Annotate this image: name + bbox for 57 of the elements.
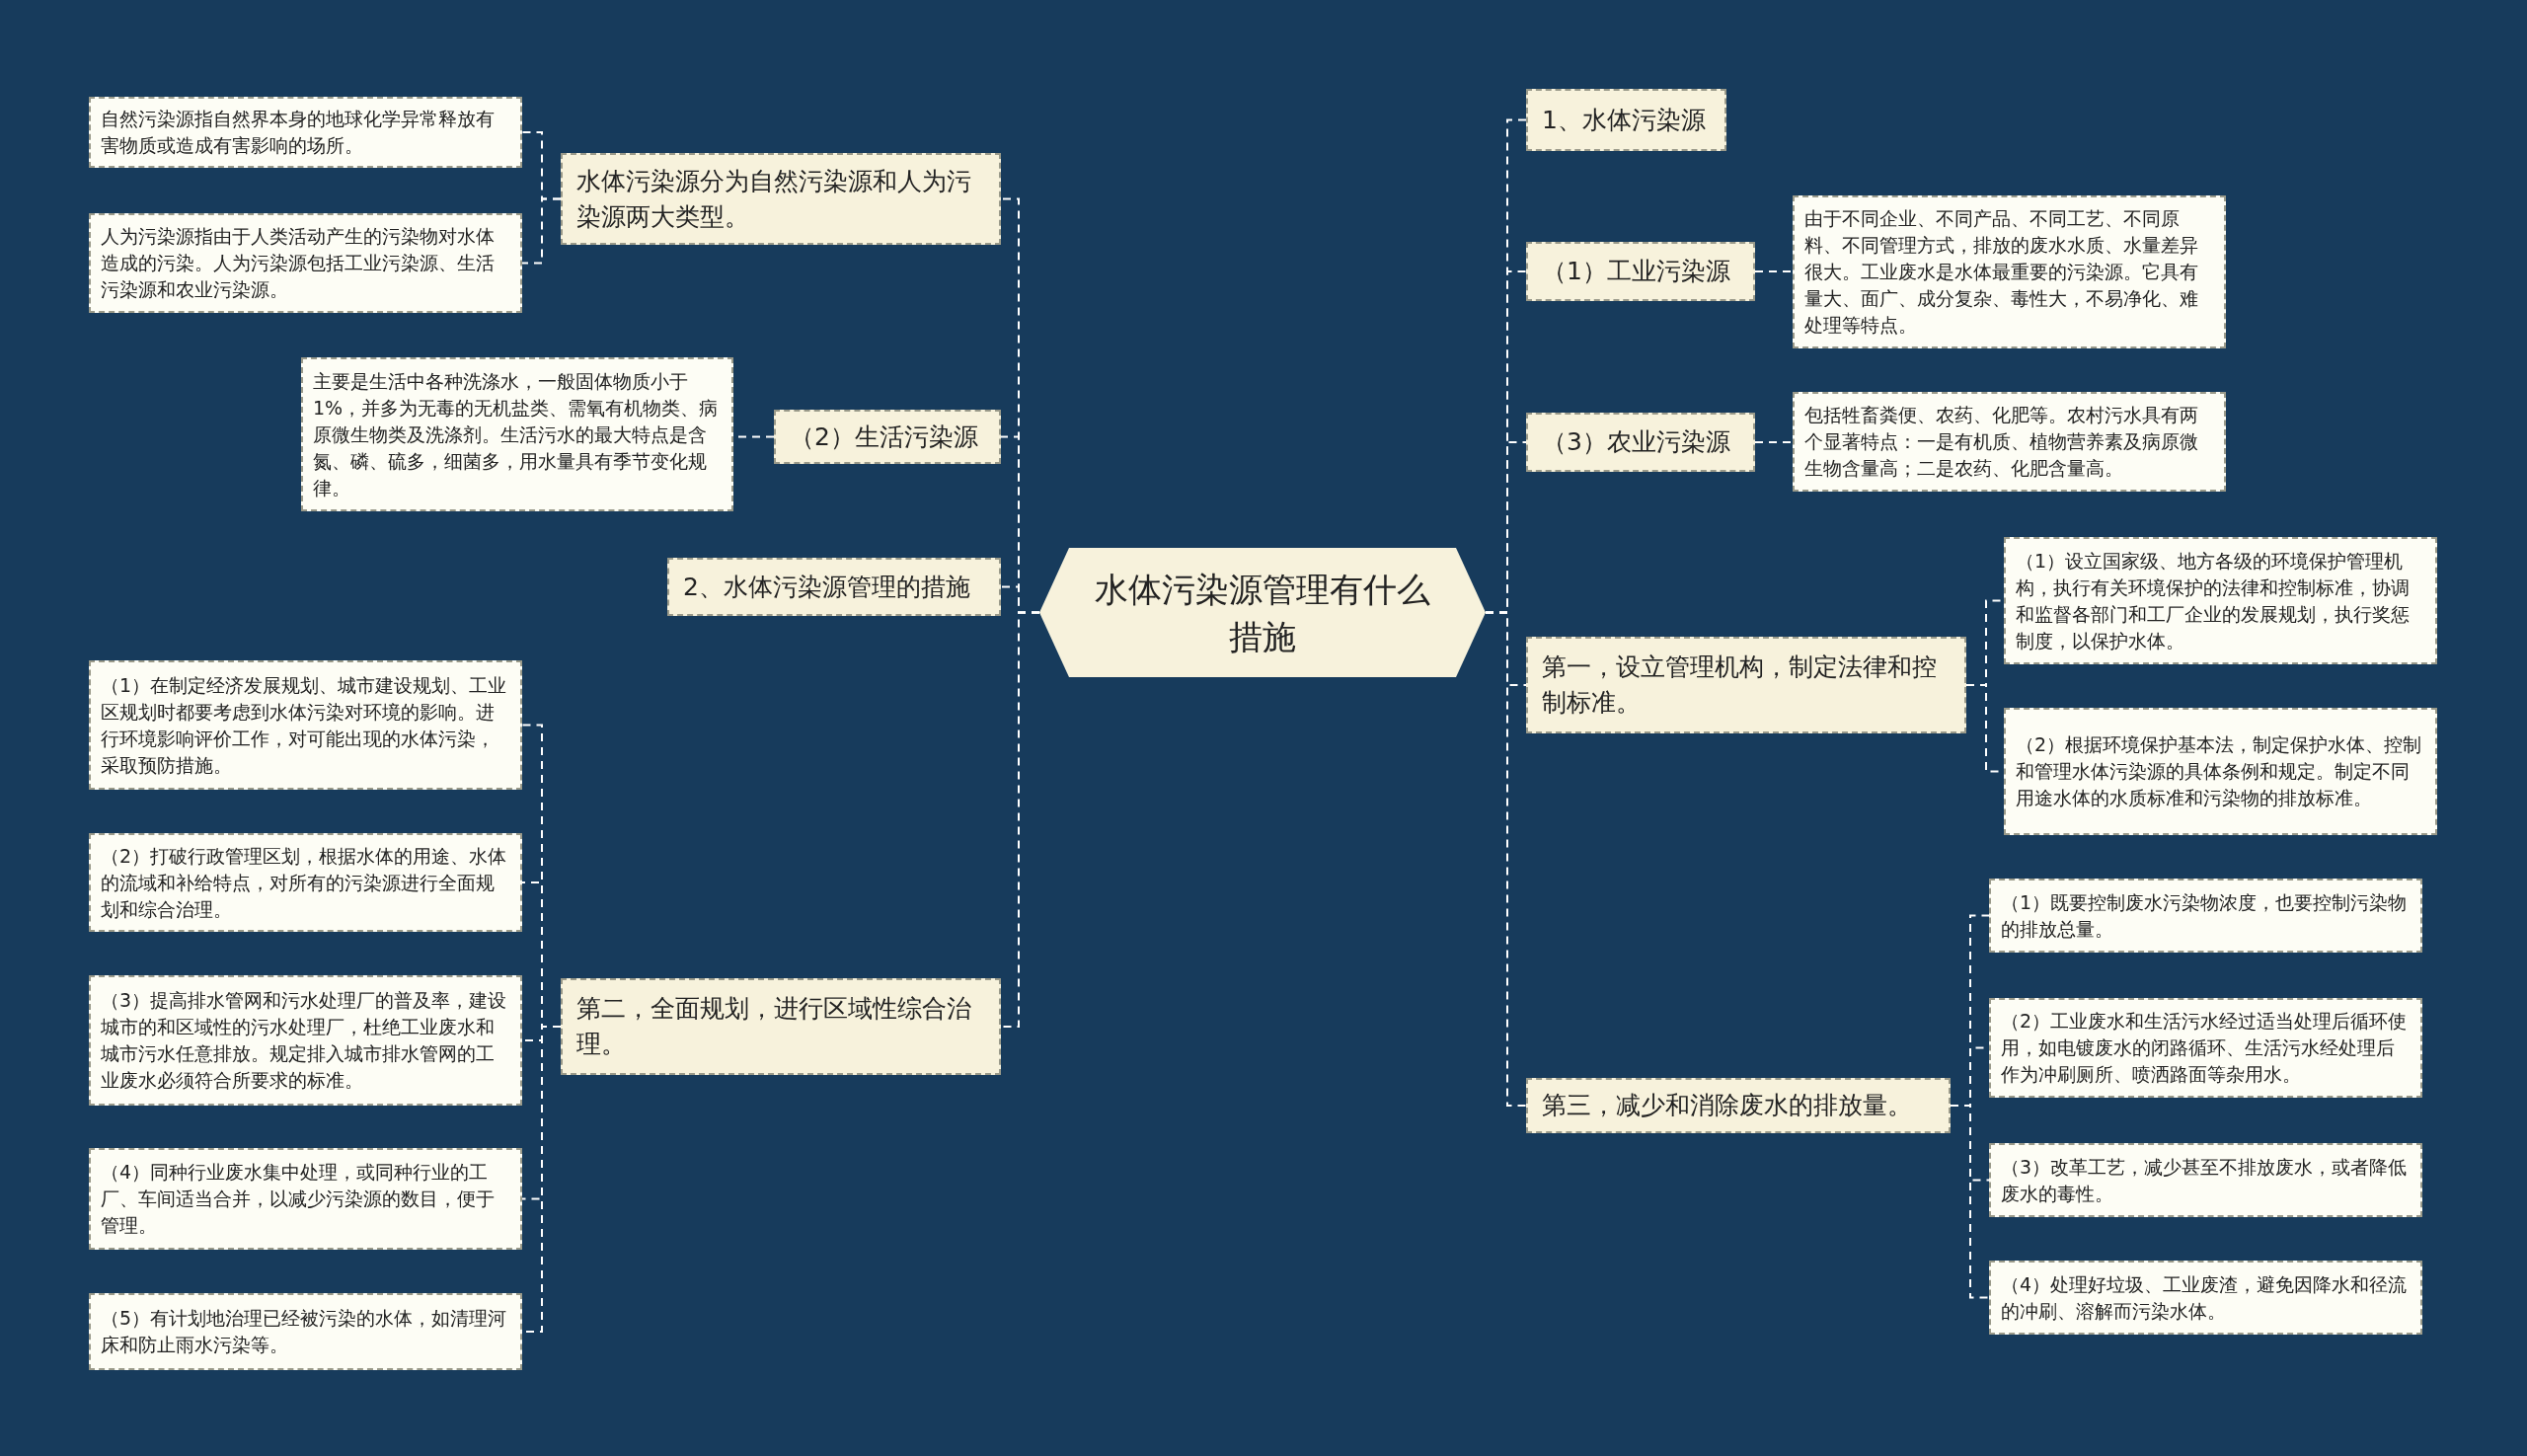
topic-box [561,153,1001,245]
detail-box [1989,1143,2422,1217]
detail-box [89,660,522,790]
detail-box [1989,879,2422,953]
topic-box [1526,637,1966,733]
topic-text: 主要是生活中各种洗涤水，一般固体物质小于1%，并多为无毒的无机盐类、需氧有机物类、病原微生物类及洗涤剂。生活污水的最大特点是含氮、磷、硫多，细菌多，用水量具有季节变化规律。 [313,368,720,500]
topic-text: 第二，全面规划，进行区域性综合治理。 [576,993,972,1060]
topic-text: （3）改革工艺，减少甚至不排放废水，或者降低废水的毒性。 [2001,1154,2409,1206]
topic-text: 第一，设立管理机构，制定法律和控制标准。 [1542,651,1938,719]
detail-box [89,1148,522,1250]
topic-text: （1）工业污染源 [1542,256,1730,287]
topic-box [1526,1078,1951,1133]
detail-box [89,833,522,932]
topic-text: （2）生活污染源 [790,421,978,453]
topic-text: 1、水体污染源 [1542,104,1706,136]
detail-box [301,357,733,511]
topic-box [774,410,1001,464]
central-topic-text: 水体污染源管理有什么措施 [1094,568,1431,658]
topic-text: （2）打破行政管理区划，根据水体的用途、水体的流域和补给特点，对所有的污染源进行全面规划和综合治理。 [101,843,508,922]
connector-line [1950,1105,1990,1299]
topic-text: （3）提高排水管网和污水处理厂的普及率，建设城市的和区域性的污水处理厂，杜绝工业废水和城市污水任意排放。规定排入城市排水管网的工业废水必须符合所要求的标准。 [101,988,508,1093]
detail-box [1989,998,2422,1098]
detail-box [89,975,522,1106]
connector-line [1754,441,1794,443]
topic-text: （1）既要控制废水污染物浓度，也要控制污染物的排放总量。 [2001,889,2409,942]
detail-box [2004,537,2437,664]
topic-text: （1）在制定经济发展规划、城市建设规划、工业区规划时都要考虑到水体污染对环境的影响。进行环境影响评价工作，对可能出现的水体污染，采取预防措施。 [101,672,508,778]
topic-text: （4）处理好垃圾、工业废渣，避免因降水和径流的冲刷、溶解而污染水体。 [2001,1271,2409,1324]
connector-line [1485,611,1527,1107]
detail-box [1989,1261,2422,1335]
detail-box [2004,708,2437,835]
topic-text: 水体污染源分为自然污染源和人为污染源两大类型。 [576,165,972,233]
topic-text: 由于不同企业、不同产品、不同工艺、不同原料、不同管理方式，排放的废水水质、水量差异很大。工业废水是水体最重要的污染源。它具有量大、面广、成分复杂、毒性大，不易净化、难处理等特点。 [1804,206,2199,338]
connector-line [521,197,562,265]
topic-text: 人为污染源指由于人类活动产生的污染物对水体造成的污染。人为污染源包括工业污染源、生活污染源和农业污染源。 [101,224,496,302]
topic-text: 第三，减少和消除废水的排放量。 [1542,1090,1912,1121]
topic-text: （2）工业废水和生活污水经过适当处理后循环使用，如电镀废水的闭路循环、生活污水经处理后作为冲刷厕所、喷洒路面等杂用水。 [2001,1009,2409,1087]
topic-text: 自然污染源指自然界本身的地球化学异常释放有害物质或造成有害影响的场所。 [101,107,496,158]
topic-text: （1）设立国家级、地方各级的环境保护管理机构，执行有关环境保护的法律和控制标准，协调和监督各部门和工厂企业的发展规划，执行奖惩制度，以保护水体。 [2016,548,2411,653]
topic-text: （4）同种行业废水集中处理，或同种行业的工厂、车间适当合并，以减少污染源的数目，便于管理。 [101,1160,496,1238]
topic-box [1526,242,1755,301]
detail-box [1793,195,2226,348]
topic-text: 2、水体污染源管理的措施 [683,571,970,603]
detail-box [89,97,522,168]
detail-box [89,213,522,313]
central-topic-hexagon [1039,548,1486,677]
topic-text: （3）农业污染源 [1542,426,1730,458]
topic-text: （2）根据环境保护基本法，制定保护水体、控制和管理水体污染源的具体条例和规定。制定不同用途水体的水质标准和污染物的排放标准。 [2016,732,2423,810]
topic-text: 包括牲畜粪便、农药、化肥等。农村污水具有两个显著特点：一是有机质、植物营养素及病原微生物含量高；二是农药、化肥含量高。 [1804,403,2199,481]
topic-text: （5）有计划地治理已经被污染的水体，如清理河床和防止雨水污染等。 [101,1306,508,1357]
detail-box [89,1293,522,1370]
connector-line [1754,270,1794,272]
topic-box [667,558,1001,616]
topic-box [561,978,1001,1075]
topic-box [1526,89,1726,151]
topic-box [1526,413,1755,472]
detail-box [1793,392,2226,492]
